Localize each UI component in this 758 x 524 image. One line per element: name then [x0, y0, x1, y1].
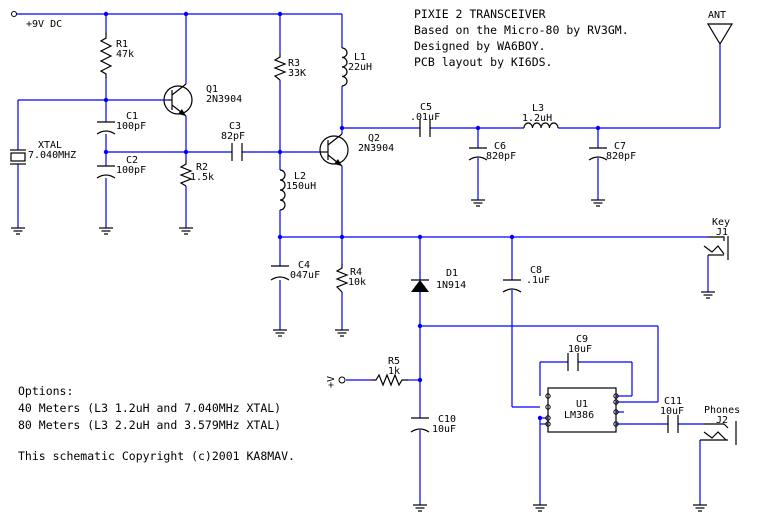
title-line-2: Based on the Micro-80 by RV3GM.	[414, 23, 629, 37]
capacitor-c2	[96, 165, 116, 179]
antenna-icon	[706, 23, 734, 46]
c11-value: 10uF	[660, 406, 684, 417]
capacitor-c9	[567, 353, 579, 371]
title-line-4: PCB layout by KI6DS.	[414, 55, 552, 69]
u1-ref: U1	[576, 399, 588, 410]
capacitor-c1	[96, 121, 116, 135]
resistor-r2	[179, 160, 193, 187]
c6-value: 820pF	[486, 151, 516, 162]
c9-value: 10uF	[568, 344, 592, 355]
inductor-l2	[279, 169, 286, 211]
l1-value: 22uH	[348, 62, 372, 73]
j2-label: J2	[716, 415, 728, 426]
q1-ref: Q1	[206, 84, 218, 95]
c3-ref: C3	[229, 121, 241, 132]
ic-u1-pins	[545, 393, 619, 427]
u1-value: LM386	[564, 410, 594, 421]
c4-value: 047uF	[290, 270, 320, 281]
capacitor-c4	[270, 265, 290, 281]
d1-ref: D1	[446, 268, 458, 279]
r2-value: 1.5k	[190, 172, 214, 183]
options-line-2: 80 Meters (L3 2.2uH and 3.579MHz XTAL)	[18, 418, 281, 432]
l1-ref: L1	[354, 52, 366, 63]
c2-ref: C2	[126, 155, 138, 166]
ic-u1-body	[547, 387, 617, 433]
c7-value: 820pF	[606, 151, 636, 162]
options-heading: Options:	[18, 384, 73, 398]
jack-j1-icon	[703, 236, 729, 260]
c5-ref: C5	[420, 102, 432, 113]
plus-v-label: +V	[326, 376, 337, 388]
r5-value: 1k	[388, 366, 400, 377]
r3-ref: R3	[288, 58, 300, 69]
supply-terminal	[11, 11, 17, 17]
crystal-xtal	[10, 149, 26, 165]
title-line-3: Designed by WA6BOY.	[414, 39, 546, 53]
l2-ref: L2	[294, 171, 306, 182]
plus-v-terminal	[338, 376, 346, 384]
c9-ref: C9	[576, 334, 588, 345]
supply-label: +9V DC	[26, 19, 62, 30]
l3-ref: L3	[532, 103, 544, 114]
q1-value: 2N3904	[206, 94, 242, 105]
r5-ref: R5	[388, 356, 400, 367]
transistor-q2	[319, 133, 349, 167]
c1-ref: C1	[126, 111, 138, 122]
key-label: Key	[712, 217, 730, 228]
c11-ref: C11	[664, 396, 682, 407]
q2-ref: Q2	[368, 133, 380, 144]
inductor-l3	[523, 122, 559, 129]
c6-ref: C6	[494, 141, 506, 152]
c8-value: .1uF	[526, 275, 550, 286]
c4-ref: C4	[298, 260, 310, 271]
q2-value: 2N3904	[358, 143, 394, 154]
c10-ref: C10	[438, 414, 456, 425]
c3-value: 82pF	[221, 131, 245, 142]
inductor-l1	[341, 47, 348, 87]
capacitor-c10	[410, 417, 430, 433]
resistor-r3	[273, 54, 287, 81]
capacitor-c8	[502, 279, 522, 293]
capacitor-c5	[419, 119, 431, 137]
r3-value: 33K	[288, 68, 306, 79]
r1-ref: R1	[116, 39, 128, 50]
c10-value: 10uF	[432, 424, 456, 435]
r4-ref: R4	[350, 267, 362, 278]
xtal-value: 7.040MHZ	[28, 150, 76, 161]
phones-label: Phones	[704, 405, 740, 416]
c5-value: .01uF	[410, 112, 440, 123]
resistor-r5	[372, 373, 408, 387]
transistor-q1	[163, 83, 193, 117]
l2-value: 150uH	[286, 181, 316, 192]
resistor-r4	[335, 264, 349, 293]
c1-value: 100pF	[116, 121, 146, 132]
resistor-r1	[99, 32, 113, 78]
diode-d1	[411, 279, 429, 292]
capacitor-c6	[468, 147, 488, 161]
capacitor-c3	[231, 143, 243, 161]
r1-value: 47k	[116, 49, 134, 60]
copyright-text: This schematic Copyright (c)2001 KA8MAV.	[18, 449, 295, 463]
title-line-1: PIXIE 2 TRANSCEIVER	[414, 7, 546, 21]
options-line-1: 40 Meters (L3 1.2uH and 7.040MHz XTAL)	[18, 401, 281, 415]
r2-ref: R2	[196, 162, 208, 173]
junction-dots	[103, 11, 601, 421]
ant-label: ANT	[708, 10, 726, 21]
c8-ref: C8	[530, 265, 542, 276]
capacitor-c11	[667, 415, 679, 433]
d1-value: 1N914	[436, 280, 466, 291]
r4-value: 10k	[348, 277, 366, 288]
capacitor-c7	[588, 147, 608, 161]
c7-ref: C7	[614, 141, 626, 152]
j1-label: J1	[716, 227, 728, 238]
jack-j2-icon	[700, 421, 737, 445]
ground-symbols	[10, 199, 716, 512]
xtal-ref: XTAL	[38, 140, 62, 151]
c2-value: 100pF	[116, 165, 146, 176]
l3-value: 1.2uH	[522, 113, 552, 124]
